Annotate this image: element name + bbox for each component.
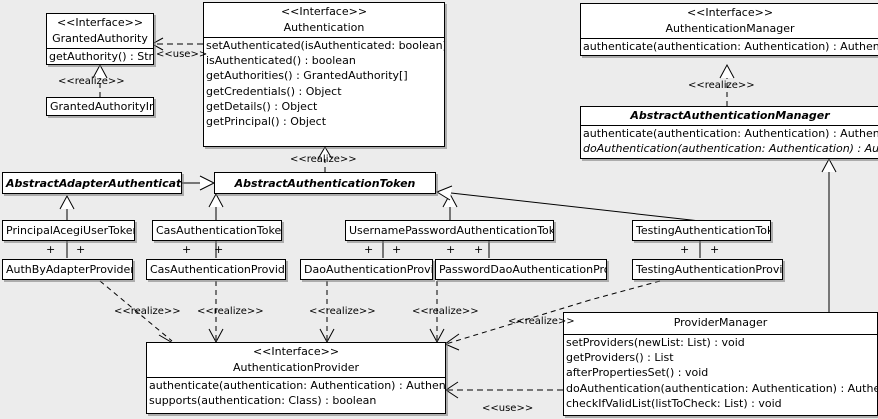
class-name: Authentication (283, 21, 365, 34)
class-granted-authority-impl[interactable]: GrantedAuthorityImpl (46, 97, 154, 116)
compartment-divider (47, 48, 153, 49)
edge-label-realize-password-dao-authentication-provider: <<realize>> (412, 306, 479, 317)
composition-marker-principal-right: + (76, 243, 86, 256)
compartment-divider (147, 377, 445, 378)
composition-marker-testing-right: + (710, 243, 720, 256)
edge-label-use-granted-authority: <<use>> (156, 49, 208, 60)
class-testing-authentication-token[interactable]: TestingAuthenticationToken (632, 220, 771, 241)
class-authentication[interactable]: <<Interface>> Authentication setAuthenti… (203, 2, 445, 147)
method-item: getDetails() : Object (206, 99, 318, 113)
class-abstract-authentication-manager[interactable]: AbstractAuthenticationManager authentica… (580, 106, 878, 159)
stereotype-label: <<Interface>> (686, 6, 774, 19)
composition-marker-upat-b: + (392, 243, 402, 256)
class-name: AuthenticationProvider (232, 361, 360, 374)
method-item: setAuthenticated(isAuthenticated: boolea… (206, 39, 444, 52)
class-name: PasswordDaoAuthenticationProvider (439, 263, 606, 276)
method-item: getPrincipal() : Object (206, 115, 327, 129)
composition-marker-principal-left: + (46, 243, 56, 256)
class-name: PrincipalAcegiUserToken (6, 224, 135, 237)
composition-marker-testing-left: + (680, 243, 690, 256)
methods-compartment: authenticate(authentication: Authenticat… (147, 378, 445, 408)
method-item: authenticate(authentication: Authenticat… (583, 127, 878, 140)
methods-compartment: authenticate(authentication: Authenticat… (581, 126, 878, 156)
class-name: TestingAuthenticationToken (636, 224, 770, 237)
class-name: ProviderManager (673, 316, 768, 329)
class-dao-authentication-provider[interactable]: DaoAuthenticationProvider (300, 259, 433, 280)
edge-label-realize-abstract-authentication-token: <<realize>> (290, 154, 357, 165)
method-item: getCredentials() : Object (206, 84, 342, 98)
method-item: setProviders(newList: List) : void (566, 336, 745, 349)
class-authentication-manager[interactable]: <<Interface>> AuthenticationManager auth… (580, 3, 878, 56)
method-item: doAuthentication(authentication: Authent… (566, 381, 877, 395)
edge-label-realize-dao-authentication-provider: <<realize>> (309, 306, 376, 317)
method-item: afterPropertiesSet() : void (566, 366, 709, 380)
class-auth-by-adapter-provider[interactable]: AuthByAdapterProvider (2, 259, 133, 280)
class-testing-authentication-provider[interactable]: TestingAuthenticationProvider (632, 259, 783, 280)
stereotype-label: <<Interface>> (280, 5, 368, 18)
edge-label-realize-auth-by-adapter-provider: <<realize>> (114, 306, 181, 317)
class-cas-authentication-provider[interactable]: CasAuthenticationProvider (146, 259, 286, 280)
compartment-divider (581, 38, 878, 39)
method-item: doAuthentication(authentication: Authent… (583, 142, 878, 156)
methods-compartment: getAuthority() : String (47, 49, 153, 64)
compartment-divider (581, 125, 878, 126)
edge-label-realize-granted-authority-impl: <<realize>> (58, 76, 125, 87)
stereotype-label: <<Interface>> (252, 345, 340, 358)
class-username-password-authentication-token[interactable]: UsernamePasswordAuthenticationToken (345, 220, 554, 241)
class-name: AbstractAuthenticationToken (234, 177, 416, 190)
class-name: AuthByAdapterProvider (6, 263, 133, 276)
class-name: AbstractAuthenticationManager (630, 109, 830, 122)
method-item: supports(authentication: Class) : boolea… (149, 394, 377, 408)
class-name: AbstractAdapterAuthenticationToken (6, 177, 182, 190)
class-name: CasAuthenticationToken (156, 224, 282, 237)
methods-compartment: setAuthenticated(isAuthenticated: boolea… (204, 38, 444, 129)
class-abstract-authentication-token[interactable]: AbstractAuthenticationToken (214, 172, 436, 194)
class-name: UsernamePasswordAuthenticationToken (349, 224, 554, 237)
composition-marker-cas-right: + (214, 243, 224, 256)
class-name: GrantedAuthorityImpl (50, 100, 153, 113)
compartment-divider (564, 334, 877, 335)
method-item: getAuthorities() : GrantedAuthority[] (206, 69, 408, 83)
class-name: AuthenticationManager (665, 22, 795, 35)
composition-marker-upat-c: + (446, 243, 456, 256)
compartment-divider (204, 37, 444, 38)
method-item: getProviders() : List (566, 351, 674, 365)
class-name: DaoAuthenticationProvider (304, 263, 432, 276)
class-password-dao-authentication-provider[interactable]: PasswordDaoAuthenticationProvider (435, 259, 607, 280)
class-name: GrantedAuthority (52, 32, 148, 45)
stereotype-label: <<Interface>> (56, 16, 144, 29)
edge-label-realize-abstract-authentication-manager: <<realize>> (688, 80, 755, 91)
composition-marker-cas-left: + (182, 243, 192, 256)
class-name: TestingAuthenticationProvider (636, 263, 783, 276)
class-principal-acegi-user-token[interactable]: PrincipalAcegiUserToken (2, 220, 135, 241)
class-provider-manager[interactable]: ProviderManager setProviders(newList: Li… (563, 312, 878, 416)
method-item: isAuthenticated() : boolean (206, 54, 356, 68)
class-name: CasAuthenticationProvider (150, 263, 286, 276)
method-item: getAuthority() : String (49, 50, 153, 63)
composition-marker-upat-d: + (474, 243, 484, 256)
method-item: authenticate(authentication: Authenticat… (583, 40, 878, 53)
method-item: authenticate(authentication: Authenticat… (149, 379, 445, 392)
composition-marker-upat-a: + (364, 243, 374, 256)
edge-label-realize-provider-manager: <<realize>> (508, 316, 575, 327)
class-cas-authentication-token[interactable]: CasAuthenticationToken (152, 220, 282, 241)
method-item: checkIfValidList(listToCheck: List) : vo… (566, 396, 782, 410)
class-granted-authority[interactable]: <<Interface>> GrantedAuthority getAuthor… (46, 13, 154, 65)
methods-compartment: setProviders(newList: List) : void getPr… (564, 335, 877, 411)
methods-compartment: authenticate(authentication: Authenticat… (581, 39, 878, 54)
edge-label-realize-cas-authentication-provider: <<realize>> (197, 306, 264, 317)
edge-label-use-provider-manager: <<use>> (482, 403, 534, 414)
class-authentication-provider[interactable]: <<Interface>> AuthenticationProvider aut… (146, 342, 446, 414)
class-abstract-adapter-authentication-token[interactable]: AbstractAdapterAuthenticationToken (2, 172, 182, 194)
